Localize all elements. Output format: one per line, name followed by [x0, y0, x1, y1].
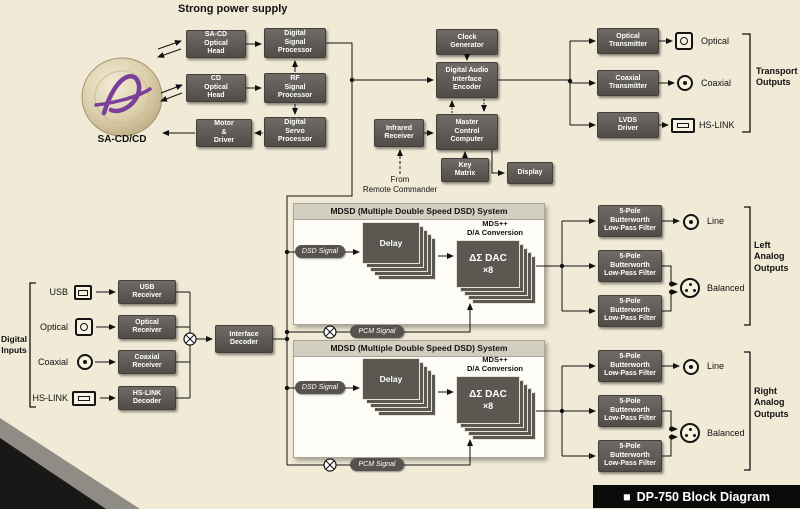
delay-stack-right: Delay [362, 358, 440, 420]
clock-generator-block: Clock Generator [436, 29, 498, 55]
coaxial-out-port-icon [677, 75, 693, 91]
line-out-left-label: Line [707, 216, 725, 226]
coaxial-transmitter-block: Coaxial Transmitter [597, 70, 659, 96]
dsd-signal-pill-left: DSD Signal [295, 245, 345, 258]
master-control-computer-block: Master Control Computer [436, 114, 498, 150]
hslink-decoder-block: HS-LINK Decoder [118, 386, 176, 410]
line-out-left-icon [683, 214, 699, 230]
line-out-right-icon [683, 359, 699, 375]
optical-transmitter-block: Optical Transmitter [597, 28, 659, 54]
lpf-right-2-block: 5-Pole Butterworth Low-Pass Filter [598, 395, 662, 427]
motor-driver-block: Motor & Driver [196, 119, 252, 147]
mds-conversion-label-left: MDS++ D/A Conversion [467, 219, 523, 237]
pcm-signal-pill-right: PCM Signal [350, 458, 404, 471]
lpf-left-1-block: 5-Pole Butterworth Low-Pass Filter [598, 205, 662, 237]
usb-receiver-block: USB Receiver [118, 280, 176, 304]
interface-decoder-block: Interface Decoder [215, 325, 273, 353]
dac-mult-left: ×8 [482, 265, 494, 275]
balanced-out-left-label: Balanced [707, 283, 745, 293]
key-matrix-block: Key Matrix [441, 158, 489, 182]
optical-in-port-icon [75, 318, 93, 336]
dsd-signal-pill-right: DSD Signal [295, 381, 345, 394]
balanced-out-right-label: Balanced [707, 428, 745, 438]
hslink-out-label: HS-LINK [699, 120, 735, 130]
pcm-signal-pill-left: PCM Signal [350, 325, 404, 338]
delay-stack-left: Delay [362, 222, 440, 284]
digital-servo-processor-block: Digital Servo Processor [264, 117, 326, 147]
disc-label: SA-CD/CD [97, 134, 147, 145]
right-analog-outputs-label: Right Analog Outputs [754, 386, 789, 419]
dac-name-left: ΔΣ DAC [469, 253, 507, 264]
optical-in-label: Optical [39, 322, 68, 332]
lpf-left-3-block: 5-Pole Butterworth Low-Pass Filter [598, 295, 662, 327]
coaxial-in-label: Coaxial [37, 357, 68, 367]
cd-optical-head-block: CD Optical Head [186, 74, 246, 102]
dac-label-left: ΔΣ DAC ×8 [456, 240, 520, 288]
digital-audio-interface-encoder-block: Digital Audio Interface Encoder [436, 62, 498, 98]
rf-signal-processor-block: RF Signal Processor [264, 73, 326, 103]
lpf-left-2-block: 5-Pole Butterworth Low-Pass Filter [598, 250, 662, 282]
dac-stack-right: ΔΣ DAC ×8 [456, 376, 540, 444]
line-out-right-label: Line [707, 361, 725, 371]
mdsd-title-left: MDSD (Multiple Double Speed DSD) System [294, 204, 544, 220]
diagram-footer: ■ DP-750 Block Diagram [593, 485, 800, 508]
delay-label-left: Delay [362, 222, 420, 264]
dac-name-right: ΔΣ DAC [469, 389, 507, 400]
dac-stack-left: ΔΣ DAC ×8 [456, 240, 540, 308]
dac-label-right: ΔΣ DAC ×8 [456, 376, 520, 424]
footer-title: DP-750 Block Diagram [636, 489, 770, 504]
mdsd-title-right: MDSD (Multiple Double Speed DSD) System [294, 341, 544, 357]
usb-in-label: USB [49, 287, 68, 297]
lvds-driver-block: LVDS Driver [597, 112, 659, 138]
balanced-out-left-icon [680, 278, 700, 298]
usb-port-icon [74, 285, 92, 300]
sacd-disc-icon [81, 57, 163, 137]
digital-signal-processor-block: Digital Signal Processor [264, 28, 326, 58]
optical-out-label: Optical [701, 36, 730, 46]
from-remote-label: From Remote Commander [362, 175, 438, 195]
digital-inputs-label: Digital Inputs [1, 334, 27, 355]
left-analog-outputs-label: Left Analog Outputs [754, 240, 789, 273]
sacd-optical-head-block: SA-CD Optical Head [186, 30, 246, 58]
power-supply-title: Strong power supply [178, 3, 288, 15]
dac-mult-right: ×8 [482, 401, 494, 411]
coaxial-receiver-block: Coaxial Receiver [118, 350, 176, 374]
optical-receiver-block: Optical Receiver [118, 315, 176, 339]
coaxial-out-label: Coaxial [701, 78, 732, 88]
accuphase-logo-icon [101, 74, 142, 116]
balanced-out-right-icon [680, 423, 700, 443]
hslink-in-port-icon [72, 391, 96, 406]
lpf-right-1-block: 5-Pole Butterworth Low-Pass Filter [598, 350, 662, 382]
delay-label-right: Delay [362, 358, 420, 400]
coaxial-in-port-icon [77, 354, 93, 370]
infrared-receiver-block: Infrared Receiver [374, 119, 424, 147]
mds-conversion-label-right: MDS++ D/A Conversion [467, 355, 523, 373]
hslink-in-label: HS-LINK [32, 393, 68, 403]
lpf-right-3-block: 5-Pole Butterworth Low-Pass Filter [598, 440, 662, 472]
transport-outputs-label: Transport Outputs [756, 66, 798, 88]
display-block: Display [507, 162, 553, 184]
hslink-out-port-icon [671, 118, 695, 133]
footer-marker: ■ [623, 489, 631, 504]
optical-out-port-icon [675, 32, 693, 50]
